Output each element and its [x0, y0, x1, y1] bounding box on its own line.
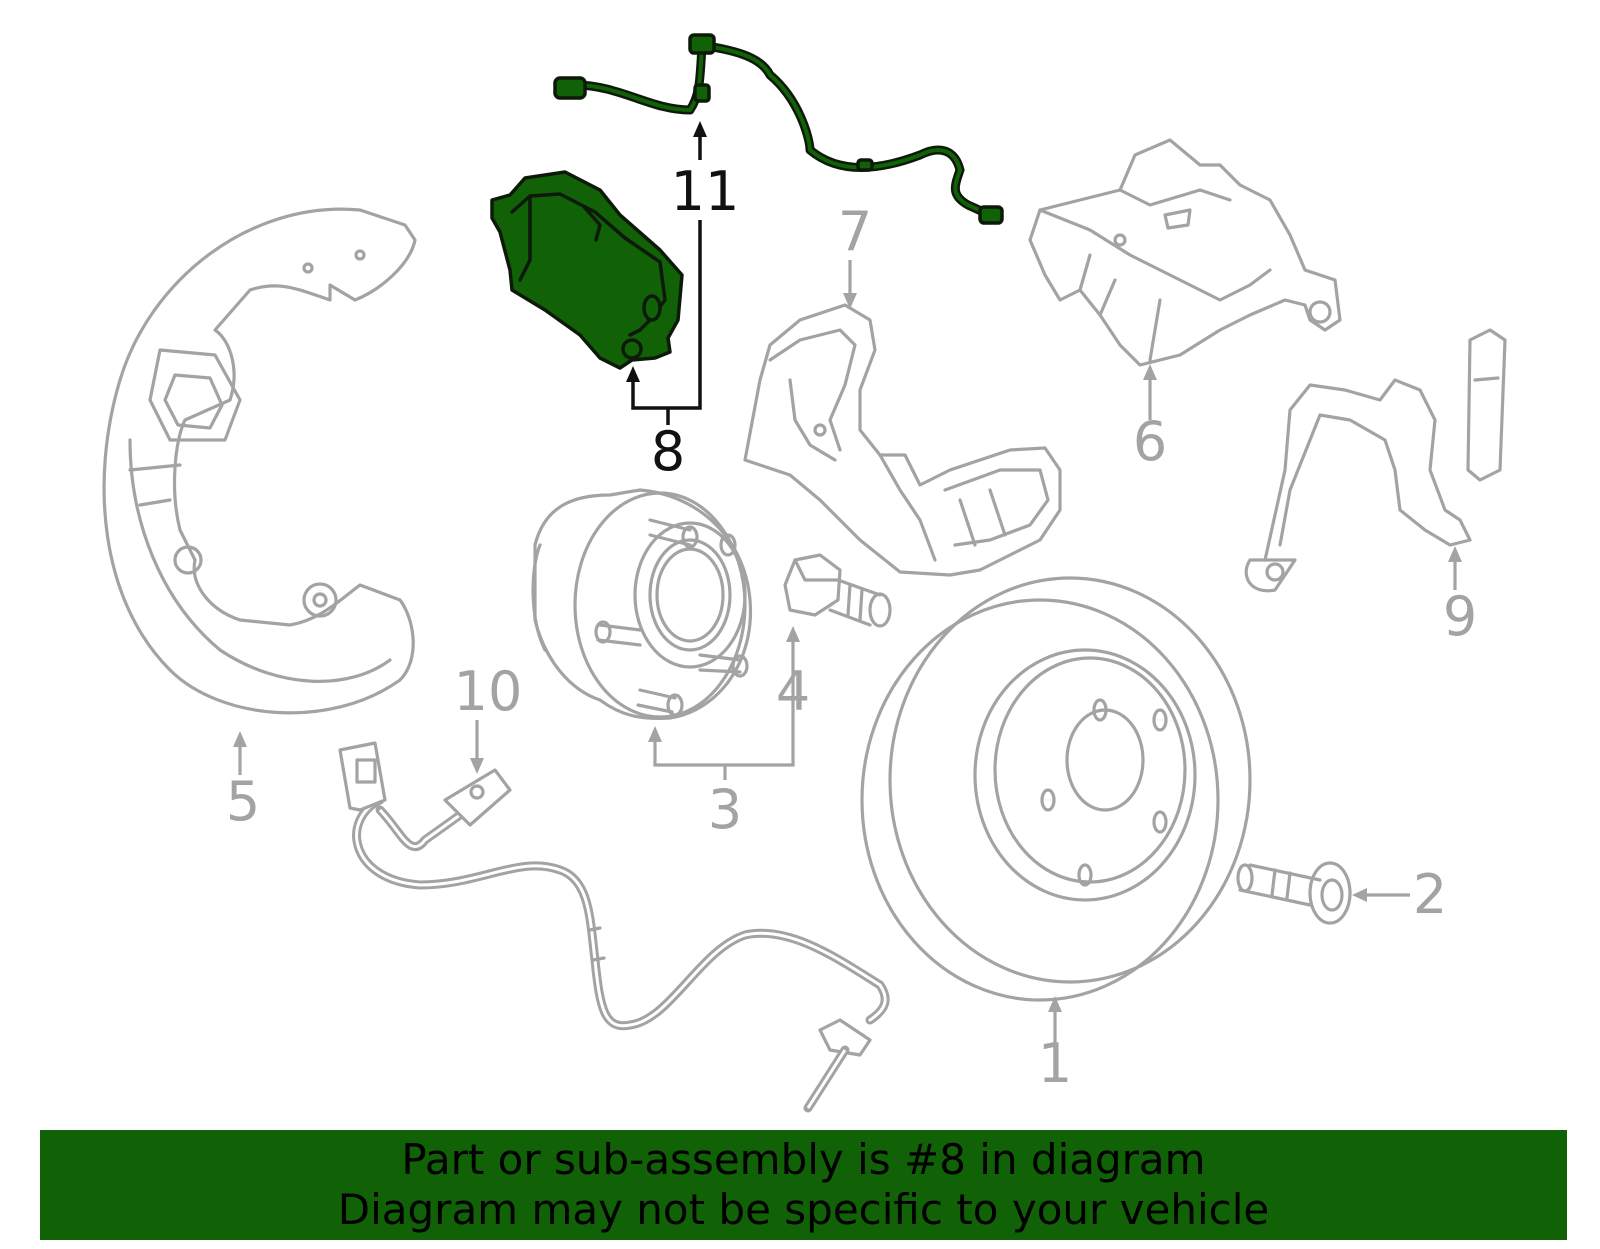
part-4-hub-bolt — [783, 553, 892, 628]
callout-8: 8 — [651, 420, 685, 483]
callout-11: 11 — [671, 160, 740, 223]
part-1-rotor — [860, 576, 1252, 1002]
callout-3: 3 — [708, 778, 742, 841]
callout-6: 6 — [1133, 410, 1167, 473]
part-6-caliper — [1028, 138, 1342, 367]
banner-line-2: Diagram may not be specific to your vehi… — [337, 1185, 1270, 1234]
leaders — [233, 121, 1462, 1050]
part-10-speed-sensor — [338, 741, 890, 1113]
part-11-wear-sensor-wire — [553, 33, 1004, 225]
callout-numbers: 1 2 3 4 5 6 7 8 9 10 11 — [226, 160, 1477, 1095]
part-2-rotor-screw — [1236, 861, 1352, 925]
callout-10: 10 — [454, 660, 523, 723]
callout-2: 2 — [1413, 863, 1447, 926]
callout-5: 5 — [226, 770, 260, 833]
part-8-brake-pad — [490, 170, 684, 370]
callout-7: 7 — [838, 200, 872, 263]
callout-4: 4 — [776, 660, 810, 723]
brake-parts-diagram: 1 2 3 4 5 6 7 8 9 10 11 — [102, 33, 1507, 1113]
part-5-dust-shield — [102, 207, 417, 715]
part-7-caliper-bracket — [743, 303, 1062, 577]
banner-line-1: Part or sub-assembly is #8 in diagram — [401, 1135, 1206, 1184]
callout-9: 9 — [1443, 585, 1477, 648]
part-3-hub-bearing — [531, 488, 753, 721]
part-9-brake-hose — [1244, 328, 1507, 593]
callout-1: 1 — [1038, 1032, 1072, 1095]
info-banner: Part or sub-assembly is #8 in diagram Di… — [40, 1130, 1567, 1240]
